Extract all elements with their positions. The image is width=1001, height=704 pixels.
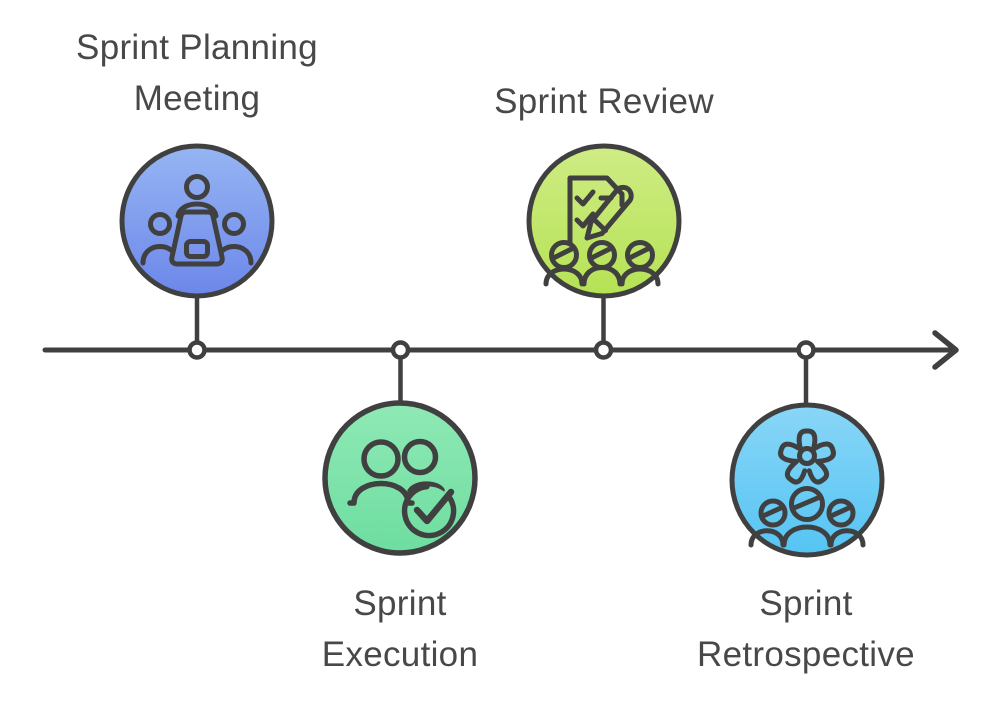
meeting-table-people-icon [140,174,254,267]
stage-circle-retrospective [729,402,885,558]
stage-label-review: Sprint Review [434,76,774,127]
gear-icon [778,428,836,485]
timeline-node-execution [390,340,411,360]
gear-audience-icon [748,428,866,548]
stage-circle-planning [119,143,275,299]
timeline-group [42,293,959,410]
stage-label-retrospective: Sprint Retrospective [636,578,976,680]
checklist-pencil-audience-icon [543,175,661,287]
stage-circle-execution [322,400,478,556]
timeline-node-review [593,340,614,360]
stage-label-line: Sprint [759,584,853,623]
stage-label-line: Meeting [133,79,261,118]
stage-label-line: Sprint Review [494,82,714,121]
stage-label-line: Sprint Planning [76,28,318,67]
stage-label-line: Retrospective [697,635,915,674]
stage-circle-review [526,143,682,299]
execution-circle [322,400,478,556]
stage-label-execution: Sprint Execution [230,578,570,680]
timeline-arrowhead-icon [932,330,959,370]
stage-label-line: Execution [321,635,479,674]
team-with-checkmark-icon [347,438,457,539]
timeline-node-retrospective [796,340,816,360]
stage-label-planning: Sprint Planning Meeting [27,22,367,124]
stage-label-line: Sprint [353,584,447,623]
timeline-node-planning [187,340,207,360]
